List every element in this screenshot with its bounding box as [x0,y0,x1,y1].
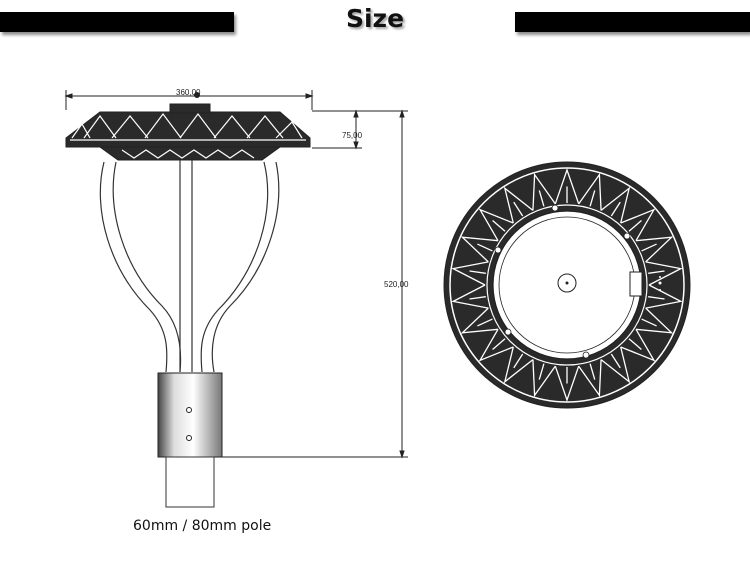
fin-rib [610,201,621,217]
fin-rib [492,338,506,350]
lamp-arms [99,160,280,373]
head-height-dimension-line [312,109,362,150]
header-bar-right [515,12,750,32]
fin-rib [610,353,621,369]
fin-rib [628,220,642,232]
fin-rib [538,363,545,380]
fin-rib [513,353,524,369]
fin-segment [451,284,489,309]
fin-rib [492,220,506,232]
fin-segment [503,346,534,384]
pole [165,456,215,508]
fin-segment [554,365,580,402]
fin-rib [589,363,596,380]
fin-segment [635,307,674,334]
fin-segment [620,329,656,362]
fin-rib [477,243,493,252]
fin-segment [460,236,499,263]
fin-rib [648,296,665,300]
width-dimension-label: 360,00 [176,88,201,97]
fin-rib [641,318,657,327]
fin-segment [600,346,631,384]
fin-segment [478,208,514,241]
fin-segment [478,329,514,362]
top-view-screws [494,204,631,359]
fin-segment [578,359,602,398]
fin-segment [532,172,556,211]
header-bar-left [0,12,234,32]
fin-segment [503,186,534,224]
fin-segment [635,236,674,263]
lamp-head [65,92,311,161]
fin-segment [578,172,602,211]
page-title: Size [345,4,405,33]
fin-rib [469,296,486,300]
pole-base [157,372,223,458]
side-view [64,90,408,508]
top-view-fins [451,168,683,402]
fin-segment [554,168,580,205]
fin-rib [538,190,545,207]
total-height-dimension-line [215,109,408,459]
head-height-dimension-label: 75,00 [342,131,363,140]
fin-rib [589,190,596,207]
pole-size-caption: 60mm / 80mm pole [133,518,272,534]
fin-rib [648,270,665,274]
fin-segment [620,208,656,241]
fin-segment [600,186,631,224]
fin-segment [532,359,556,398]
fin-segment [645,261,683,286]
fin-rib [641,243,657,252]
top-view [443,161,691,409]
fin-rib [469,270,486,274]
fin-segment [460,307,499,334]
fin-rib [628,338,642,350]
fin-rib [513,201,524,217]
width-dimension-line [64,90,314,110]
fin-rib [477,318,493,327]
fin-segment [451,261,489,286]
total-height-dimension-label: 520,00 [384,280,409,289]
